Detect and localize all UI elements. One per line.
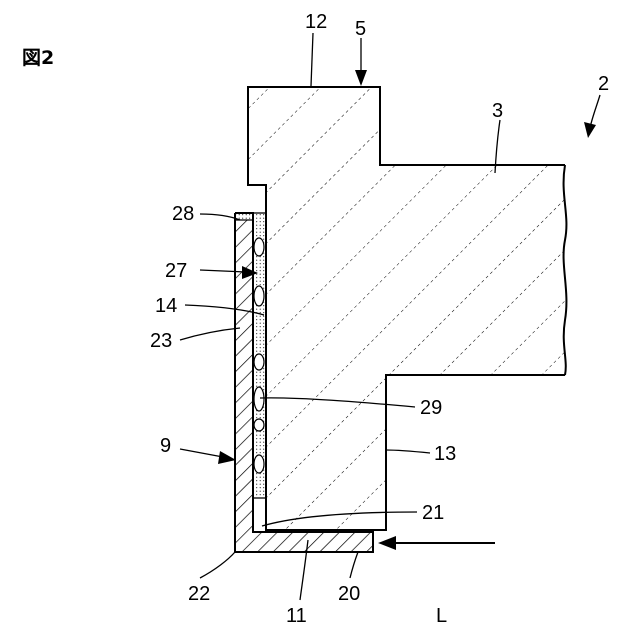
label-14: 14 (155, 295, 177, 317)
light-arrow (378, 536, 495, 550)
label-22: 22 (188, 583, 210, 605)
label-12: 12 (305, 11, 327, 33)
label-5: 5 (355, 18, 366, 40)
wall-body (240, 80, 570, 540)
label-11: 11 (286, 605, 307, 627)
label-27: 27 (165, 260, 187, 282)
adhesive-layer (253, 213, 266, 498)
label-23: 23 (150, 330, 172, 352)
label-L: L (436, 605, 447, 627)
label-20: 20 (338, 583, 360, 605)
label-21: 21 (422, 502, 444, 524)
label-29: 29 (420, 397, 442, 419)
label-28: 28 (172, 203, 194, 225)
figure-label: 図2 (22, 47, 54, 69)
label-2: 2 (598, 73, 609, 95)
label-9: 9 (160, 435, 171, 457)
label-13: 13 (434, 443, 456, 465)
label-3: 3 (492, 100, 503, 122)
